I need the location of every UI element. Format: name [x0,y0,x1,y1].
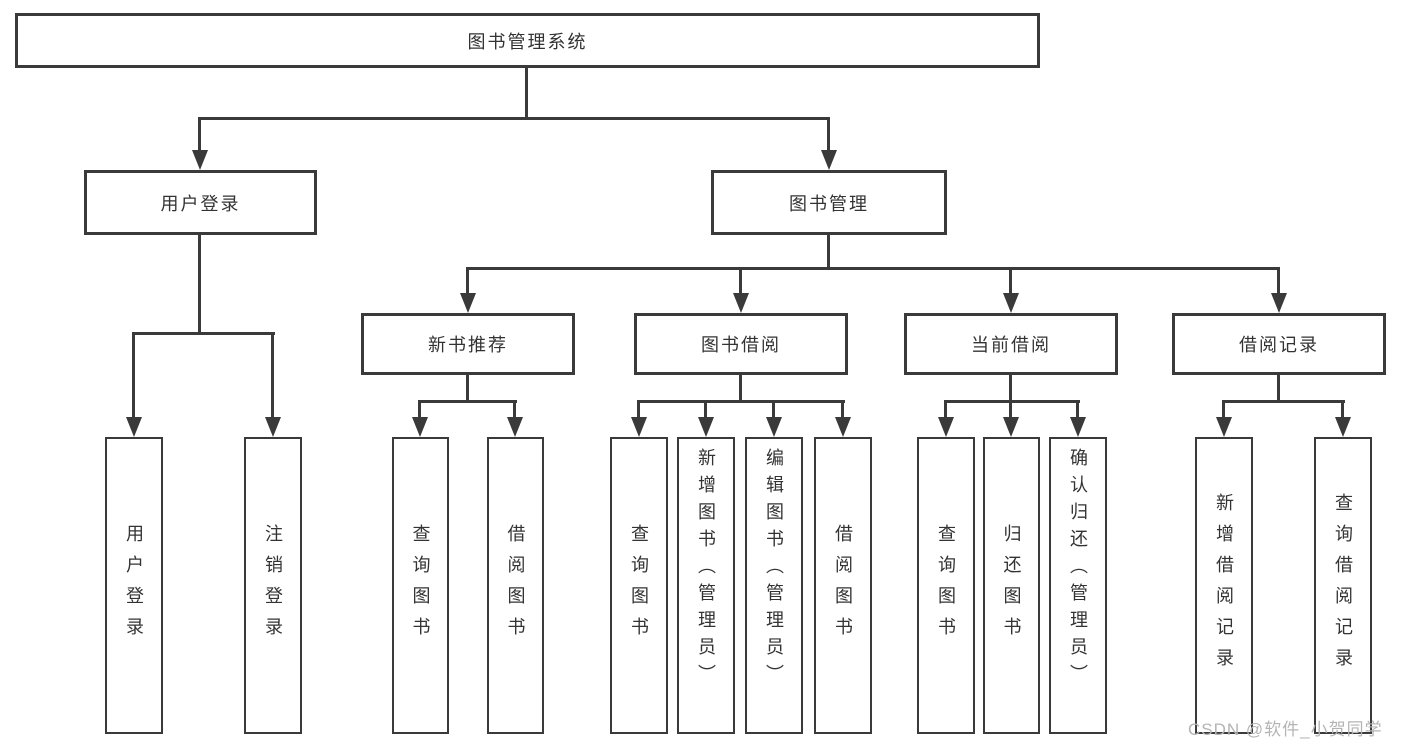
leaf-recommend-query-books: 查询图书 [392,437,449,734]
node-new-book-recommend-label: 新书推荐 [428,335,508,355]
leaf-records-add-record: 新增借阅记录 [1195,437,1253,734]
connector-line [466,375,469,403]
connector-line [637,400,640,419]
arrowhead-icon [733,293,749,313]
connector-line [418,400,421,419]
leaf-borrow-edit-books-admin: 编辑图书（管理员） [745,437,803,734]
arrowhead-icon [1271,293,1287,313]
node-book-borrow-label: 图书借阅 [701,335,781,355]
leaf-current-confirm-return-admin: 确认归还（管理员） [1049,437,1107,734]
connector-line [1009,400,1012,419]
connector-line [827,117,830,152]
connector-line [827,235,830,270]
connector-line [739,267,742,296]
connector-line [1277,375,1280,403]
leaf-current-query-books-label: 查询图书 [936,523,956,648]
connector-line [513,400,516,419]
leaf-borrow-query-books-label: 查询图书 [629,523,649,648]
node-root: 图书管理系统 [15,13,1040,68]
leaf-borrow-edit-books-admin-label: 编辑图书（管理员） [764,448,784,691]
leaf-borrow-borrow-books: 借阅图书 [814,437,872,734]
arrowhead-icon [1003,293,1019,313]
leaf-user-login: 用户登录 [105,437,163,734]
connector-line [1222,400,1225,419]
node-user-login: 用户登录 [84,170,317,235]
node-root-label: 图书管理系统 [467,31,588,52]
arrowhead-icon [835,417,851,437]
connector-line [198,117,201,152]
connector-line [525,68,528,120]
arrowhead-icon [938,417,954,437]
connector-line [1277,267,1280,296]
arrowhead-icon [126,417,142,437]
leaf-records-add-record-label: 新增借阅记录 [1214,492,1234,679]
leaf-recommend-borrow-books: 借阅图书 [487,437,544,734]
arrowhead-icon [766,417,782,437]
leaf-borrow-add-books-admin-label: 新增图书（管理员） [696,448,716,691]
connector-line [132,332,275,335]
arrowhead-icon [1003,417,1019,437]
arrowhead-icon [1216,417,1232,437]
arrowhead-icon [507,417,523,437]
leaf-records-query-record: 查询借阅记录 [1314,437,1372,734]
connector-line [944,400,1080,403]
leaf-records-query-record-label: 查询借阅记录 [1333,492,1353,679]
arrowhead-icon [412,417,428,437]
node-book-management-label: 图书管理 [789,193,869,214]
node-new-book-recommend: 新书推荐 [361,313,575,375]
connector-line [271,332,274,419]
connector-line [739,375,742,403]
connector-line [1009,267,1012,296]
leaf-user-login-label: 用户登录 [124,523,144,648]
leaf-current-return-books: 归还图书 [983,437,1040,734]
node-current-borrow-label: 当前借阅 [971,335,1051,355]
leaf-borrow-query-books: 查询图书 [610,437,668,734]
leaf-borrow-borrow-books-label: 借阅图书 [833,523,853,648]
leaf-recommend-borrow-books-label: 借阅图书 [505,523,526,648]
node-borrow-records-label: 借阅记录 [1239,335,1319,355]
arrowhead-icon [698,417,714,437]
connector-line [1009,375,1012,403]
arrowhead-icon [821,150,837,170]
leaf-current-query-books: 查询图书 [917,437,975,734]
connector-line [637,400,845,403]
connector-line [772,400,775,419]
connector-line [466,267,1280,270]
arrowhead-icon [460,293,476,313]
node-user-login-label: 用户登录 [160,193,241,214]
connector-line [198,117,830,120]
csdn-watermark: CSDN @软件_小贺同学 [1188,720,1383,739]
leaf-logout: 注销登录 [244,437,302,734]
connector-line [944,400,947,419]
node-current-borrow: 当前借阅 [904,313,1118,375]
connector-line [841,400,844,419]
arrowhead-icon [192,150,208,170]
leaf-current-return-books-label: 归还图书 [1001,523,1022,648]
connector-line [1222,400,1345,403]
arrowhead-icon [631,417,647,437]
node-borrow-records: 借阅记录 [1172,313,1386,375]
connector-line [418,400,517,403]
connector-line [1341,400,1344,419]
arrowhead-icon [1070,417,1086,437]
arrowhead-icon [1335,417,1351,437]
connector-line [466,267,469,296]
connector-line [132,332,135,419]
node-book-management: 图书管理 [711,170,947,235]
connector-line [1076,400,1079,419]
leaf-current-confirm-return-admin-label: 确认归还（管理员） [1068,448,1088,691]
connector-line [704,400,707,419]
leaf-borrow-add-books-admin: 新增图书（管理员） [677,437,735,734]
node-book-borrow: 图书借阅 [634,313,848,375]
arrowhead-icon [265,417,281,437]
leaf-logout-label: 注销登录 [263,523,283,648]
connector-line [198,235,201,335]
leaf-recommend-query-books-label: 查询图书 [410,523,431,648]
